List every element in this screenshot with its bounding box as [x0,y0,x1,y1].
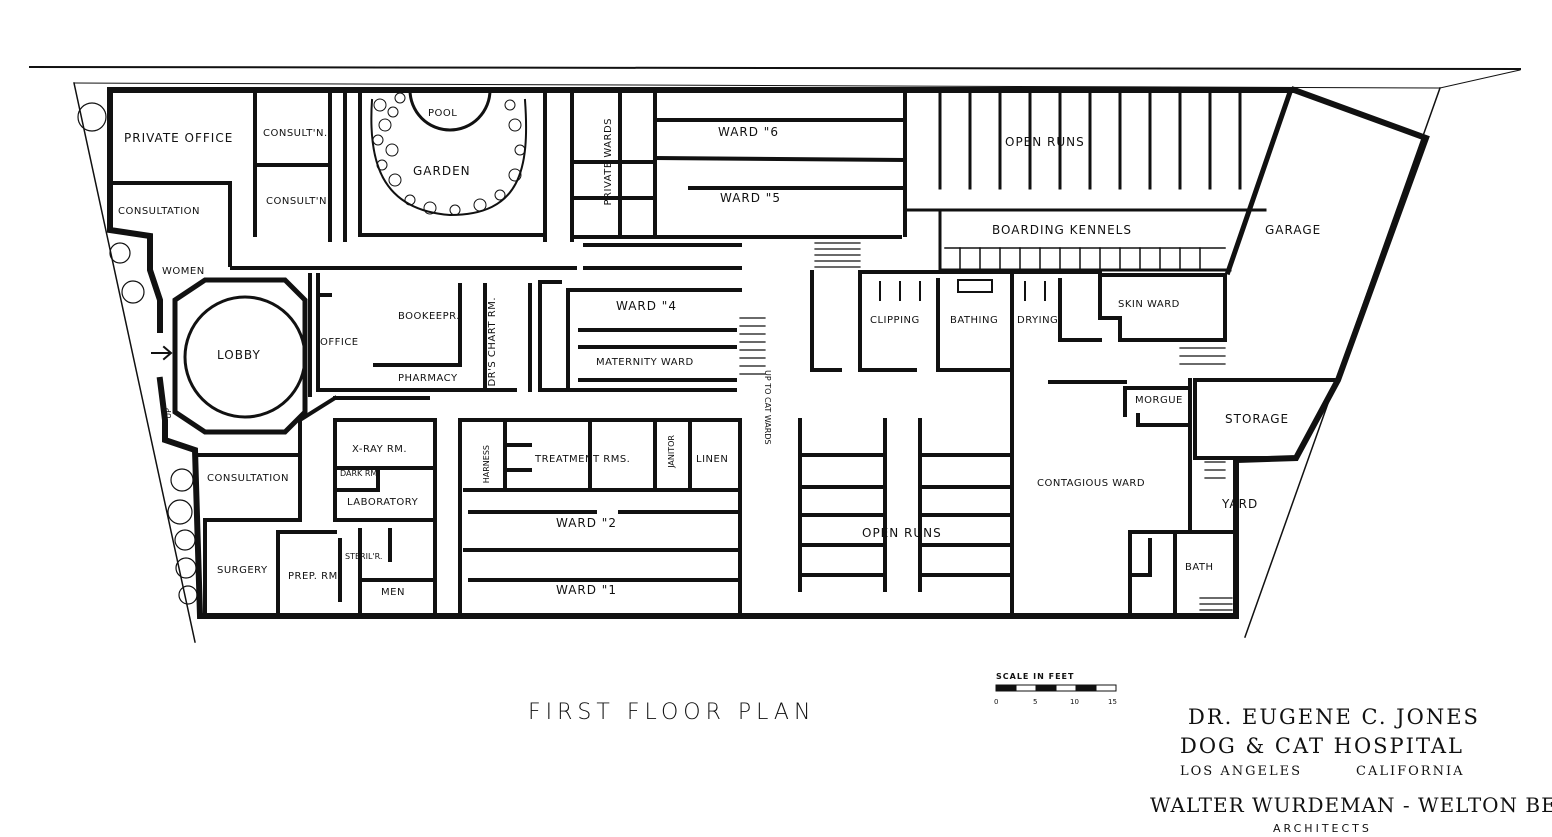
room-pharmacy: PHARMACY [398,373,458,384]
lobby-octagon [172,277,308,435]
garden-stones [372,92,526,216]
room-open-runs-top: OPEN RUNS [1005,135,1085,149]
room-up-to-cat-wards: UP TO CAT WARDS [763,370,772,445]
room-ward-2: WARD "2 [556,516,617,530]
room-storage: STORAGE [1225,412,1290,426]
room-yard: YARD [1222,497,1259,511]
scale-tick-15: 15 [1108,698,1117,706]
room-xray-rm: X-RAY RM. [352,444,408,455]
title-block-project: DOG & CAT HOSPITAL [1180,734,1464,758]
title-block-architects: WALTER WURDEMAN - WELTON BECKET [1150,793,1552,817]
room-drying: DRYING [1017,315,1059,326]
interior-walls-lower-left [198,395,437,618]
room-consultn-1: CONSULT'N. [263,128,328,139]
room-ward-6: WARD "6 [718,125,779,139]
open-runs-bottom-grid [798,418,1012,592]
scale-tick-5: 5 [1033,698,1038,706]
room-drs-chart-rm: DR'S CHART RM. [487,297,498,387]
title-block-role: ARCHITECTS [1273,822,1372,835]
plan-title: FIRST FLOOR PLAN [528,700,816,725]
lot-line [73,69,1521,89]
room-harness: HARNESS [482,445,491,484]
room-up: UP [164,408,173,419]
scale-label: SCALE IN FEET [996,672,1075,681]
room-pool: POOL [428,108,458,119]
scale-tick-10: 10 [1070,698,1079,706]
street-line [28,65,1522,71]
room-ward-4: WARD "4 [616,299,677,313]
open-runs-top-grid [903,88,1267,272]
room-garage: GARAGE [1265,223,1322,237]
room-consultn-2: CONSULT'N. [266,196,331,207]
room-ward-1: WARD "1 [556,583,617,597]
scale-bar [995,684,1117,692]
landscape-trees [77,102,198,605]
lot-line-left [73,82,196,643]
room-bookeepr: BOOKEEPR. [398,311,460,322]
room-men: MEN [381,587,405,598]
room-bathing: BATHING [950,315,999,326]
garage-wall [1224,88,1294,276]
title-block-client: DR. EUGENE C. JONES [1188,705,1480,729]
scale-tick-0: 0 [994,698,999,706]
room-contagious-ward: CONTAGIOUS WARD [1037,478,1146,489]
room-treatment-rms: TREATMENT RMS. [535,454,631,465]
room-maternity-ward: MATERNITY WARD [596,357,694,368]
title-block-state: CALIFORNIA [1356,764,1465,779]
garden-path [370,98,528,217]
grooming-kennels [879,279,1046,301]
room-women: WOMEN [162,266,205,277]
room-consultation-bottom: CONSULTATION [207,473,290,484]
room-sterilr: STERIL'R. [345,552,383,561]
room-laboratory: LABORATORY [347,497,419,508]
room-open-runs-bottom: OPEN RUNS [862,526,942,540]
pool-outline [408,88,492,132]
boarding-kennel-partitions [944,247,1226,271]
interior-walls-top [108,88,908,270]
title-block-city: LOS ANGELES [1180,764,1302,779]
room-ward-5: WARD "5 [720,191,781,205]
room-lobby: LOBBY [217,348,261,362]
room-janitor: JANITOR [667,435,676,468]
room-prep-rm: PREP. RM. [288,571,342,582]
room-bath: BATH [1185,562,1214,573]
room-skin-ward: SKIN WARD [1118,299,1180,310]
room-garden: GARDEN [413,164,471,178]
room-surgery: SURGERY [217,565,268,576]
interior-walls-middle [308,270,1340,618]
room-linen: LINEN [696,454,729,465]
room-morgue: MORGUE [1135,395,1183,406]
room-boarding-kennels: BOARDING KENNELS [992,223,1132,237]
room-dark-rm: DARK RM. [340,469,380,478]
room-private-wards: PRIVATE WARDS [603,118,614,206]
interior-walls-lower-middle [458,418,742,618]
room-private-office: PRIVATE OFFICE [124,131,234,145]
bath-walls [1128,530,1238,618]
room-consultation-top: CONSULTATION [118,206,201,217]
room-clipping: CLIPPING [870,315,920,326]
room-office: OFFICE [320,337,359,348]
